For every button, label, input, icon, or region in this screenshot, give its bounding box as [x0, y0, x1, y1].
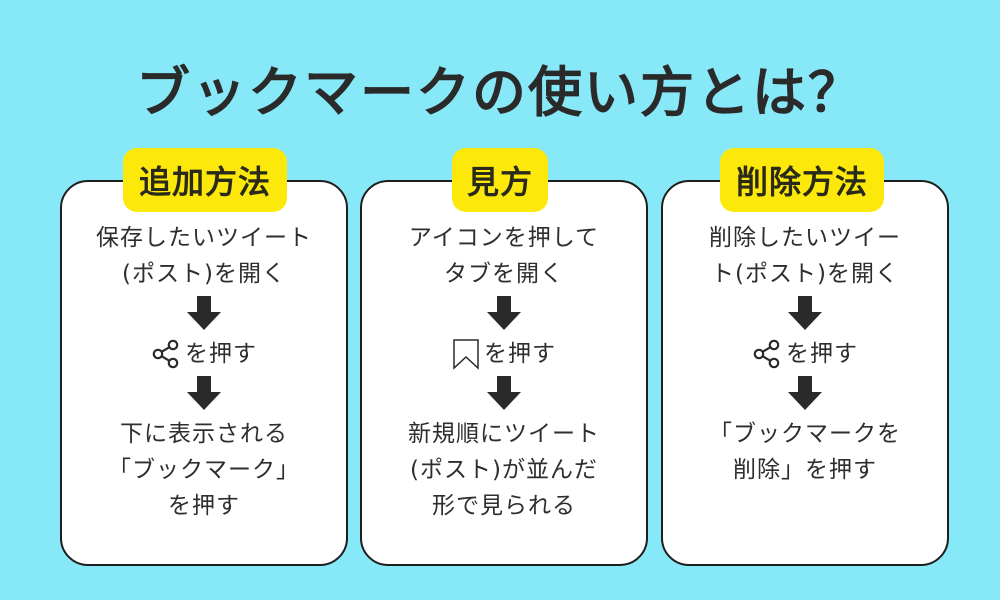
step-icon-row: を押す	[151, 336, 257, 372]
step-text: を押す	[786, 341, 858, 367]
step-text: 保存したいツイート (ポスト)を開く	[96, 225, 312, 287]
step-icon-row: を押す	[452, 336, 556, 372]
step-text: 新規順にツイート (ポスト)が並んだ 形で見られる	[408, 421, 600, 519]
view-method-card: アイコンを押して タブを開く を押す 新規順にツイート (ポスト)が並んだ 形で…	[360, 180, 648, 566]
bookmark-icon	[453, 339, 479, 370]
view-method-label: 見方	[452, 148, 548, 212]
delete-method-label: 削除方法	[720, 148, 884, 212]
down-arrow-icon	[487, 376, 521, 410]
view-method-steps: アイコンを押して タブを開く を押す 新規順にツイート (ポスト)が並んだ 形で…	[362, 220, 646, 524]
step-text: 削除したいツイー ト(ポスト)を開く	[709, 225, 901, 287]
step-text: 下に表示される 「ブックマーク」 を押す	[108, 421, 300, 519]
down-arrow-icon	[788, 376, 822, 410]
delete-method-steps: 削除したいツイー ト(ポスト)を開く を押す 「ブックマークを 削除」を押す	[663, 220, 947, 488]
step-text: を押す	[484, 341, 556, 367]
delete-method-card: 削除したいツイー ト(ポスト)を開く を押す 「ブックマークを 削除」を押す	[661, 180, 949, 566]
step-icon-row: を押す	[752, 336, 858, 372]
down-arrow-icon	[187, 296, 221, 330]
add-method-label: 追加方法	[123, 148, 287, 212]
down-arrow-icon	[487, 296, 521, 330]
share-icon	[753, 339, 780, 369]
down-arrow-icon	[788, 296, 822, 330]
down-arrow-icon	[187, 376, 221, 410]
step-text: を押す	[185, 341, 257, 367]
step-text: アイコンを押して タブを開く	[408, 225, 600, 287]
add-method-card: 保存したいツイート (ポスト)を開く を押す 下に表示される 「ブックマーク」 …	[60, 180, 348, 566]
add-method-steps: 保存したいツイート (ポスト)を開く を押す 下に表示される 「ブックマーク」 …	[62, 220, 346, 524]
share-icon	[152, 339, 179, 369]
step-text: 「ブックマークを 削除」を押す	[709, 421, 901, 483]
page-title: ブックマークの使い方とは？	[136, 61, 864, 124]
